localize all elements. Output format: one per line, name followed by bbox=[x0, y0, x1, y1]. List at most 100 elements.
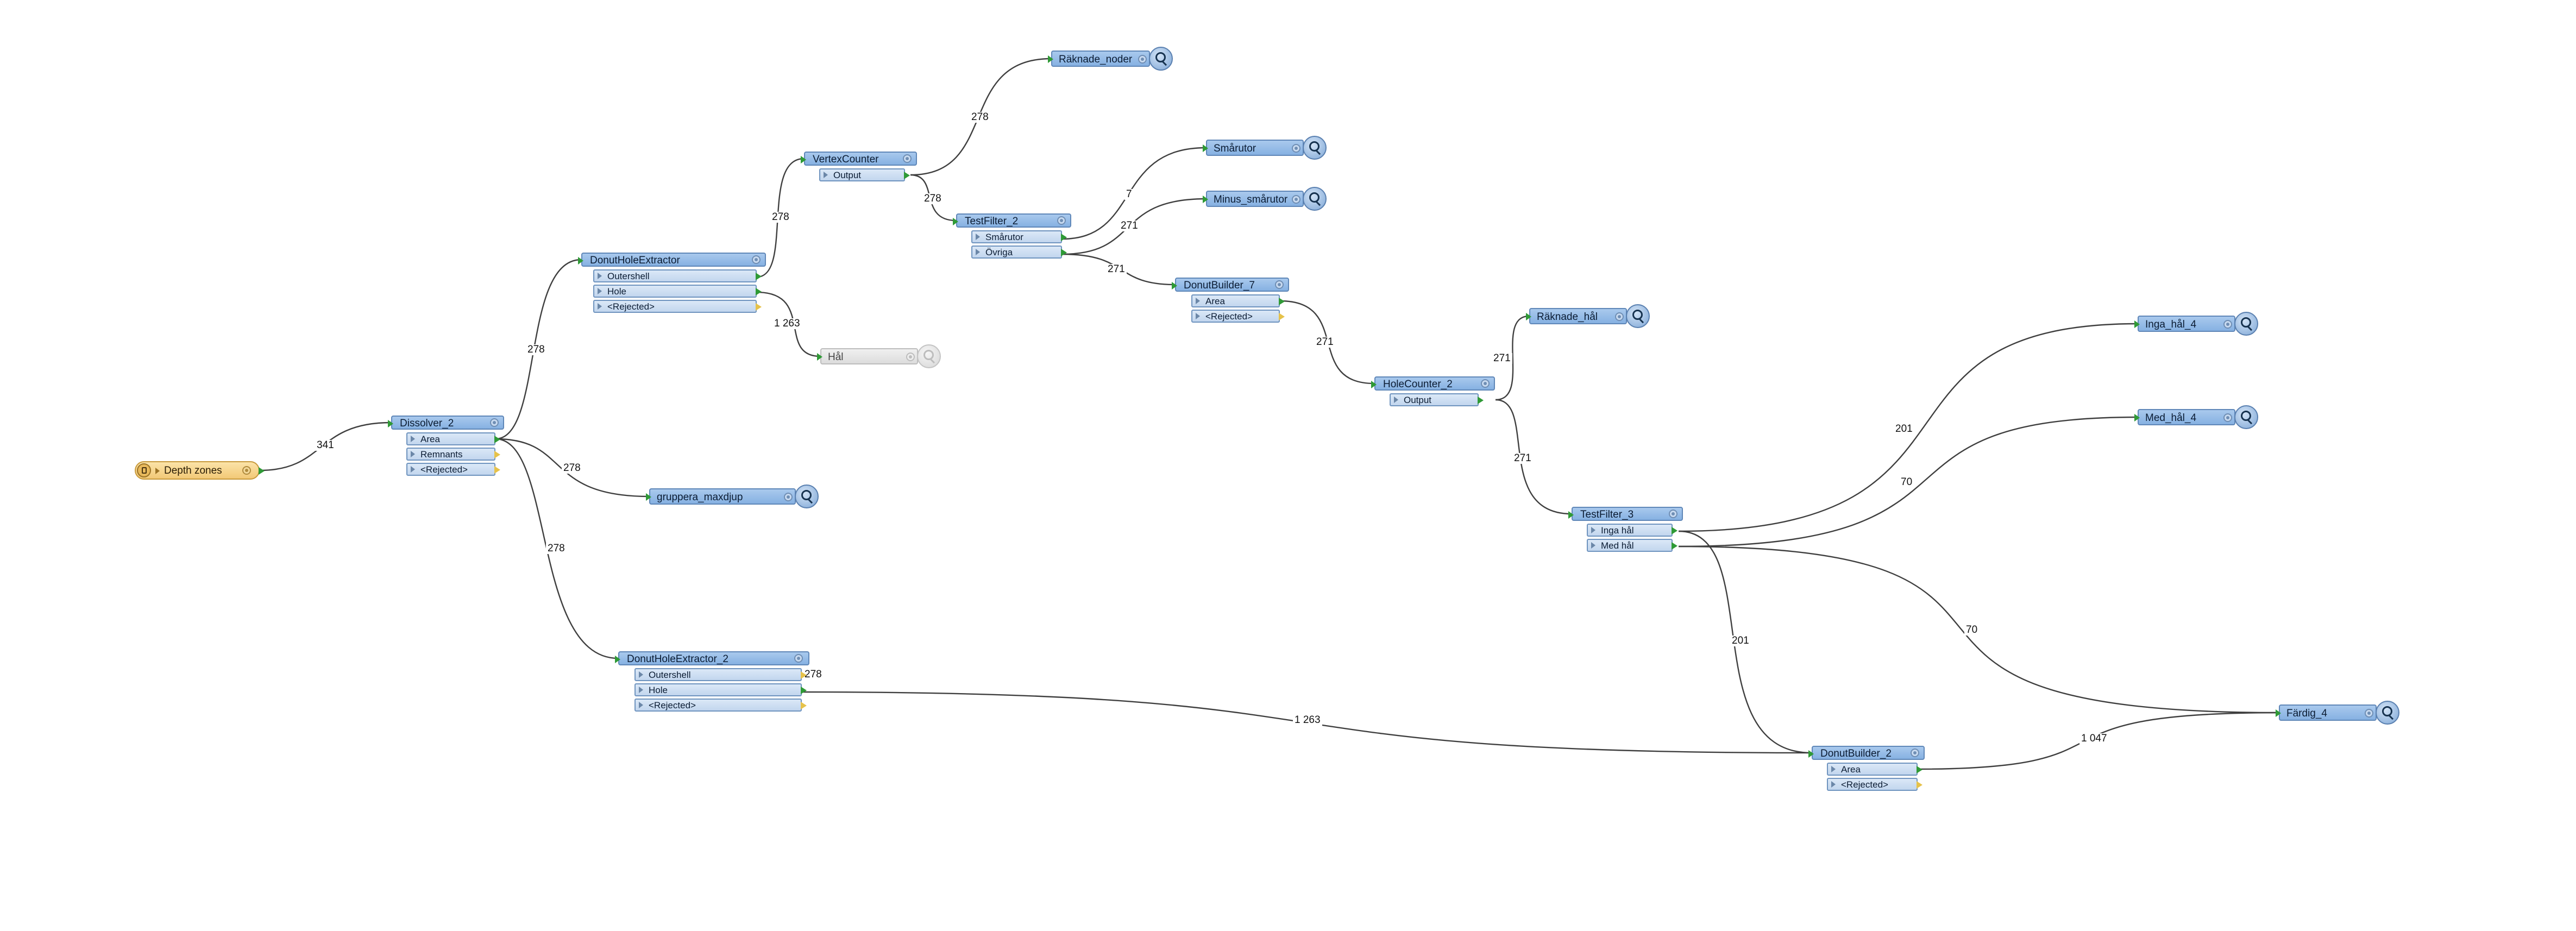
output-port-icon[interactable] bbox=[1279, 298, 1285, 305]
inspector-gruppera-maxdjup[interactable]: gruppera_maxdjup bbox=[646, 485, 819, 508]
magnifier-icon[interactable] bbox=[2376, 701, 2399, 725]
input-port-icon[interactable] bbox=[1808, 750, 1814, 758]
magnifier-icon[interactable] bbox=[917, 344, 941, 368]
output-port-icon[interactable] bbox=[1917, 766, 1922, 773]
input-port-icon[interactable] bbox=[2134, 320, 2140, 328]
output-port-icon[interactable] bbox=[801, 702, 807, 709]
output-port-icon[interactable] bbox=[494, 451, 500, 458]
output-port-icon[interactable] bbox=[1672, 542, 1677, 550]
input-port-icon[interactable] bbox=[388, 420, 393, 427]
output-port-icon[interactable] bbox=[756, 303, 762, 311]
output-port-icon[interactable] bbox=[801, 671, 807, 679]
input-port-icon[interactable] bbox=[1048, 55, 1053, 63]
gear-icon[interactable] bbox=[794, 654, 803, 663]
output-port-rejected[interactable]: <Rejected> bbox=[1827, 778, 1922, 791]
output-port-icon[interactable] bbox=[494, 436, 500, 443]
gear-icon[interactable] bbox=[1669, 509, 1677, 518]
output-port-icon[interactable] bbox=[259, 467, 265, 475]
wire-tf3-to-inga-hal4[interactable] bbox=[1678, 323, 2138, 532]
gear-icon[interactable] bbox=[1292, 144, 1300, 153]
output-port-icon[interactable] bbox=[1061, 234, 1067, 241]
gear-icon[interactable] bbox=[2223, 413, 2232, 422]
output-port-output[interactable]: Output bbox=[1390, 393, 1484, 406]
gear-icon[interactable] bbox=[1615, 312, 1624, 321]
input-port-icon[interactable] bbox=[1203, 196, 1208, 203]
input-port-icon[interactable] bbox=[2134, 414, 2140, 422]
reader-depth-zones[interactable]: Depth zones bbox=[135, 461, 265, 480]
input-port-icon[interactable] bbox=[801, 156, 806, 163]
output-port-area[interactable]: Area bbox=[1191, 294, 1285, 307]
gear-icon[interactable] bbox=[752, 255, 761, 264]
output-port-icon[interactable] bbox=[494, 466, 500, 474]
magnifier-icon[interactable] bbox=[795, 485, 819, 508]
output-port-output[interactable]: Output bbox=[819, 168, 910, 181]
inspector-fardig-4[interactable]: Färdig_4 bbox=[2276, 701, 2399, 725]
output-port-icon[interactable] bbox=[1672, 527, 1677, 534]
magnifier-icon[interactable] bbox=[1149, 47, 1173, 71]
input-port-icon[interactable] bbox=[1371, 381, 1377, 388]
gear-icon[interactable] bbox=[906, 353, 915, 361]
input-port-icon[interactable] bbox=[646, 493, 651, 501]
inspector-smarutor[interactable]: Smårutor bbox=[1203, 136, 1327, 160]
gear-icon[interactable] bbox=[2365, 709, 2373, 718]
wire-hc2-to-raknade-hal[interactable] bbox=[1495, 315, 1530, 401]
output-port-inga-hal[interactable]: Inga hål bbox=[1587, 524, 1677, 537]
inspector-raknade-hal[interactable]: Räknade_hål bbox=[1526, 304, 1650, 328]
input-port-icon[interactable] bbox=[953, 218, 958, 225]
input-port-icon[interactable] bbox=[1568, 511, 1574, 519]
output-port-area[interactable]: Area bbox=[406, 432, 500, 445]
output-port-outershell[interactable]: Outershell bbox=[634, 668, 807, 681]
output-port-icon[interactable] bbox=[1917, 781, 1922, 789]
wire-dissolver-to-gruppera[interactable] bbox=[495, 438, 650, 498]
input-port-icon[interactable] bbox=[2276, 709, 2281, 717]
magnifier-icon[interactable] bbox=[2234, 312, 2258, 336]
input-port-icon[interactable] bbox=[578, 257, 583, 265]
output-port-rejected[interactable]: <Rejected> bbox=[593, 300, 762, 313]
input-port-icon[interactable] bbox=[1526, 313, 1531, 320]
inspector-raknade-noder[interactable]: Räknade_noder bbox=[1048, 47, 1173, 71]
output-port-rejected[interactable]: <Rejected> bbox=[406, 463, 500, 476]
output-port-area[interactable]: Area bbox=[1827, 763, 1922, 776]
output-port-outershell[interactable]: Outershell bbox=[593, 269, 762, 282]
wire-tf3-to-med-hal4[interactable] bbox=[1678, 416, 2138, 548]
gear-icon[interactable] bbox=[490, 418, 499, 427]
output-port-rejected[interactable]: <Rejected> bbox=[634, 699, 807, 712]
gear-icon[interactable] bbox=[1057, 216, 1066, 225]
magnifier-icon[interactable] bbox=[2234, 405, 2258, 429]
gear-icon[interactable] bbox=[1481, 379, 1490, 388]
gear-icon[interactable] bbox=[1138, 55, 1147, 64]
magnifier-icon[interactable] bbox=[1303, 136, 1327, 160]
wire-hc2-to-testfilter3[interactable] bbox=[1495, 399, 1572, 515]
gear-icon[interactable] bbox=[2223, 320, 2232, 329]
inspector-hal-disabled[interactable]: Hål bbox=[817, 344, 941, 368]
output-port-hole[interactable]: Hole bbox=[593, 285, 762, 298]
magnifier-icon[interactable] bbox=[1303, 187, 1327, 211]
gear-icon[interactable] bbox=[1275, 280, 1284, 289]
output-port-icon[interactable] bbox=[1061, 249, 1067, 256]
input-port-icon[interactable] bbox=[615, 656, 620, 663]
gear-icon[interactable] bbox=[784, 493, 793, 501]
output-port-ovriga[interactable]: Övriga bbox=[971, 246, 1067, 259]
output-port-hole[interactable]: Hole bbox=[634, 683, 807, 696]
inspector-minus-smarutor[interactable]: Minus_smårutor bbox=[1203, 187, 1327, 211]
gear-icon[interactable] bbox=[1292, 195, 1300, 204]
gear-icon[interactable] bbox=[242, 466, 251, 475]
magnifier-icon[interactable] bbox=[1626, 304, 1650, 328]
gear-icon[interactable] bbox=[1911, 748, 1919, 757]
output-port-icon[interactable] bbox=[756, 288, 762, 295]
output-port-icon[interactable] bbox=[801, 687, 807, 694]
inspector-med-hal-4[interactable]: Med_hål_4 bbox=[2134, 405, 2258, 429]
output-port-icon[interactable] bbox=[904, 172, 910, 179]
output-port-med-hal[interactable]: Med hål bbox=[1587, 539, 1677, 552]
expand-arrow-icon[interactable] bbox=[155, 468, 160, 474]
output-port-icon[interactable] bbox=[756, 273, 762, 280]
gear-icon[interactable] bbox=[903, 154, 912, 163]
output-port-rejected[interactable]: <Rejected> bbox=[1191, 310, 1285, 323]
output-port-icon[interactable] bbox=[1279, 313, 1285, 320]
output-port-remnants[interactable]: Remnants bbox=[406, 448, 500, 461]
inspector-inga-hal-4[interactable]: Inga_hål_4 bbox=[2134, 312, 2258, 336]
output-port-icon[interactable] bbox=[1478, 397, 1484, 404]
output-port-smarutor[interactable]: Smårutor bbox=[971, 230, 1067, 243]
input-port-icon[interactable] bbox=[817, 353, 822, 361]
